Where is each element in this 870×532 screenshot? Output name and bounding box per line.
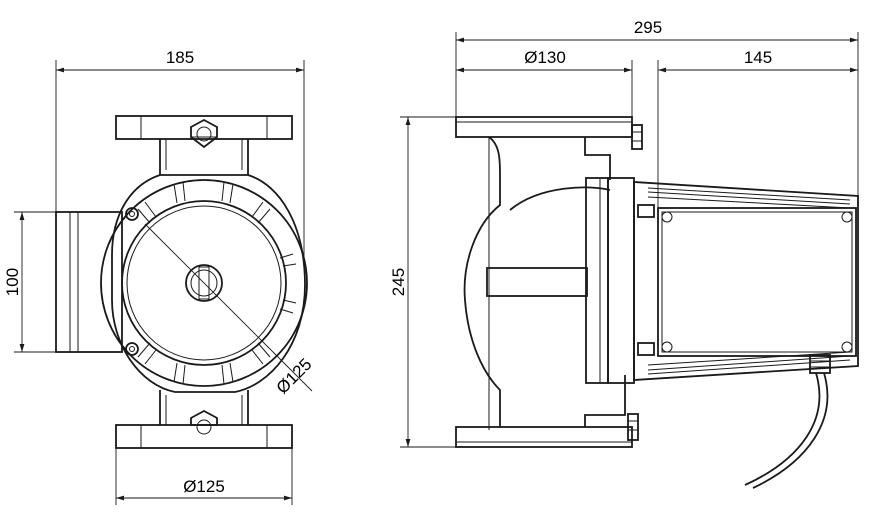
dim-body-diameter: Ø130 bbox=[524, 48, 566, 67]
dim-total-height: 245 bbox=[389, 268, 408, 296]
side-cable bbox=[744, 354, 831, 489]
dim-inlet-height: 100 bbox=[3, 268, 22, 296]
dim-motor-diameter: Ø125 bbox=[273, 355, 316, 398]
side-motor-flange bbox=[585, 177, 609, 384]
front-motor-ribs bbox=[137, 181, 297, 385]
front-motor-ring-outer bbox=[100, 179, 308, 387]
dim-front-width: 185 bbox=[166, 48, 194, 67]
dim-terminal-box-length: 145 bbox=[744, 48, 772, 67]
side-dimensions: 295 Ø130 145 245 bbox=[389, 18, 859, 448]
front-motor-ring-inner bbox=[121, 200, 287, 366]
side-view bbox=[455, 116, 859, 489]
side-shaft bbox=[486, 267, 588, 297]
dim-total-length: 295 bbox=[634, 18, 662, 37]
front-cover-screws bbox=[125, 207, 139, 356]
side-terminal-box bbox=[633, 181, 859, 381]
front-view bbox=[55, 115, 313, 449]
side-pump-body bbox=[463, 136, 626, 427]
front-bottom-bolt bbox=[190, 409, 218, 435]
side-top-flange bbox=[455, 116, 633, 138]
front-top-flange bbox=[115, 115, 293, 140]
dim-flange-diameter: Ø125 bbox=[183, 477, 225, 496]
front-bottom-flange bbox=[115, 424, 293, 449]
front-top-bolt bbox=[190, 118, 218, 149]
side-bottom-flange bbox=[455, 426, 633, 448]
front-center-plug bbox=[185, 264, 223, 302]
